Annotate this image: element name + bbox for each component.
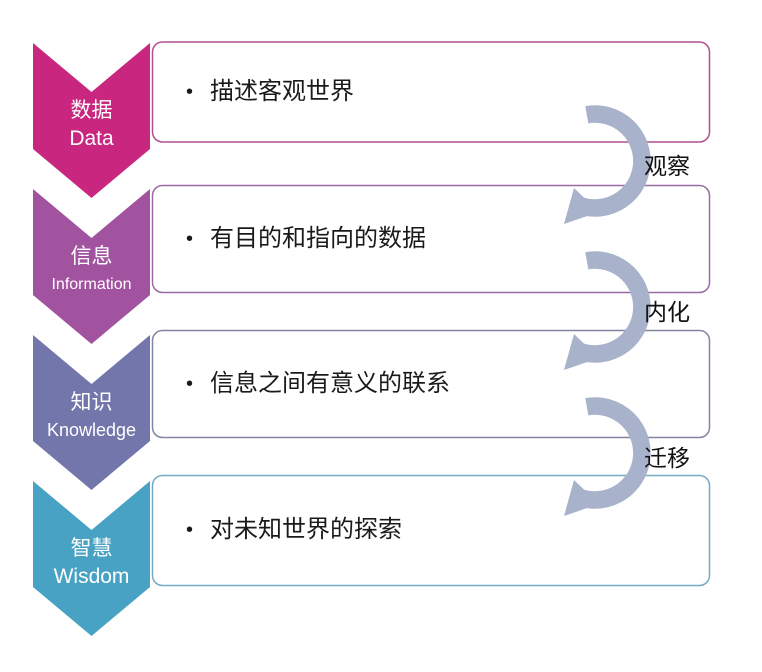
chevron-label-knowledge: 知识 Knowledge xyxy=(33,388,150,443)
curved-arrow-transfer xyxy=(571,397,651,509)
chevron-label-data: 数据 Data xyxy=(33,96,150,151)
level-zh-label: 智慧 xyxy=(70,537,113,560)
chevron-wisdom xyxy=(33,481,150,636)
box-text-information: • 有目的和指向的数据 xyxy=(186,222,686,256)
box-text-label: 对未知世界的探索 xyxy=(210,516,402,543)
curved-arrow-observe-head xyxy=(564,188,599,224)
level-zh-label: 知识 xyxy=(70,391,113,414)
bullet-icon: • xyxy=(186,373,194,395)
bullet-icon: • xyxy=(186,81,194,103)
chevron-data xyxy=(33,43,150,198)
curved-arrow-observe xyxy=(571,105,651,217)
curved-arrow-internalize xyxy=(571,251,651,363)
chevron-label-wisdom: 智慧 Wisdom xyxy=(33,534,150,589)
box-text-label: 信息之间有意义的联系 xyxy=(210,370,450,397)
bullet-icon: • xyxy=(186,519,194,541)
bullet-icon: • xyxy=(186,228,194,250)
level-en-label: Knowledge xyxy=(46,420,137,440)
box-data xyxy=(151,41,711,143)
chevron-information xyxy=(33,189,150,344)
transition-label-observe: 观察 xyxy=(644,153,690,179)
level-zh-label: 信息 xyxy=(70,245,113,268)
level-en-label: Information xyxy=(51,276,132,293)
box-text-label: 描述客观世界 xyxy=(210,78,354,105)
chevron-knowledge xyxy=(33,335,150,490)
level-en-label: Wisdom xyxy=(53,565,130,588)
level-zh-label: 数据 xyxy=(70,99,113,122)
chevron-label-information: 信息 Information xyxy=(33,242,150,297)
level-en-label: Data xyxy=(69,127,114,150)
box-text-wisdom: • 对未知世界的探索 xyxy=(186,513,686,547)
box-text-data: • 描述客观世界 xyxy=(186,75,686,109)
transition-label-transfer: 迁移 xyxy=(644,445,690,471)
box-text-label: 有目的和指向的数据 xyxy=(210,225,426,252)
box-text-knowledge: • 信息之间有意义的联系 xyxy=(186,367,686,401)
curved-arrow-internalize-head xyxy=(564,334,599,370)
curved-arrow-transfer-head xyxy=(564,480,599,516)
transition-label-internalize: 内化 xyxy=(644,299,690,325)
